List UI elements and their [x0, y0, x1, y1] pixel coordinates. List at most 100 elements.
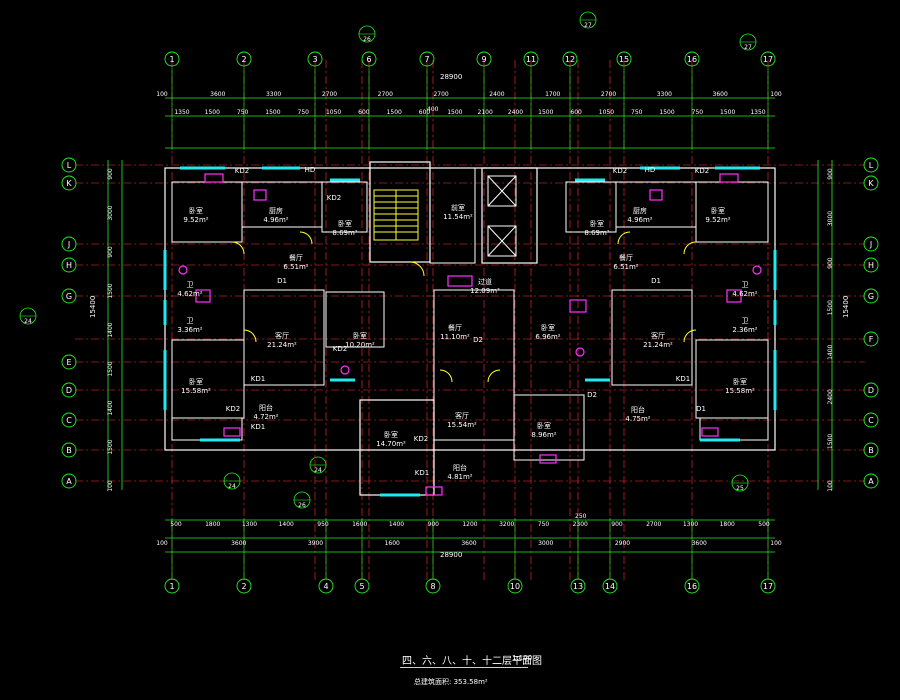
door-tag: KD2 — [695, 167, 709, 175]
dim-top-1: 3300 — [266, 91, 281, 98]
row-left-K: K — [66, 179, 72, 188]
door-tag: D2 — [473, 336, 483, 344]
row-right-F-circle — [863, 331, 879, 347]
dim-right: 2400 — [827, 389, 834, 404]
axis-top-3: 3 — [312, 55, 317, 64]
dim-top-2: 2100 — [478, 109, 493, 116]
axis-top-9: 9 — [481, 55, 486, 64]
room-area: 21.24m² — [643, 341, 673, 349]
row-right-D: D — [868, 386, 874, 395]
room-area: 4.62m² — [177, 290, 202, 298]
room-name: 卧室 — [590, 219, 604, 228]
left-total-dim: 15400 — [89, 296, 97, 318]
axis-bottom-1: 1 — [169, 582, 174, 591]
axis-top-15: 15 — [619, 55, 629, 64]
dim-top-1: 100 — [156, 91, 168, 98]
room-area: 6.51m² — [613, 263, 638, 271]
door-tag: D1 — [651, 277, 661, 285]
dim-top-2: 1500 — [720, 109, 735, 116]
room-area: 12.09m² — [470, 287, 500, 295]
axis-top-15-circle — [616, 51, 632, 67]
dim-bottom-1: 1800 — [205, 521, 220, 528]
axis-bottom-5: 5 — [359, 582, 364, 591]
axis-bottom-10: 10 — [510, 582, 520, 591]
dim-bottom-2: 100 — [770, 540, 782, 547]
axis-top-1-circle — [164, 51, 180, 67]
axis-bottom-4-circle — [318, 578, 334, 594]
room-area: 3.36m² — [177, 326, 202, 334]
room-name: 客厅 — [651, 331, 665, 340]
axis-top-6-circle — [361, 51, 377, 67]
dim-top-2: 750 — [298, 109, 310, 116]
dim-right: 100 — [827, 480, 834, 492]
door-tag: KD1 — [676, 375, 690, 383]
row-left-C: C — [66, 416, 72, 425]
stair — [373, 189, 419, 241]
dim-top-2: 1050 — [326, 109, 341, 116]
callout-number: 27 — [744, 44, 752, 51]
door-tag: KD2 — [226, 405, 240, 413]
row-right-J: J — [869, 240, 872, 249]
axis-bottom-13: 13 — [573, 582, 583, 591]
room-name: 客厅 — [455, 411, 469, 420]
row-right-G: G — [868, 292, 874, 301]
room-area: 6.96m² — [535, 333, 560, 341]
room-area: 21.24m² — [267, 341, 297, 349]
door-tag: KD1 — [251, 423, 265, 431]
room-name: 餐厅 — [619, 253, 633, 262]
row-left-D-circle — [61, 382, 77, 398]
dim-top-2: 1350 — [174, 109, 189, 116]
door-tag: KD2 — [613, 167, 627, 175]
building-walls — [163, 161, 777, 497]
room-area: 8.96m² — [531, 431, 556, 439]
axis-top-12: 12 — [565, 55, 575, 64]
dim-bottom-1: 1800 — [720, 521, 735, 528]
axis-bottom-17: 17 — [763, 582, 773, 591]
row-right-H: H — [868, 261, 874, 270]
room-labels: 卧室9.52m²厨房4.96m²餐厅6.51m²卧室8.69m²前室11.54m… — [177, 203, 757, 481]
room-name: 卧室 — [353, 331, 367, 340]
dim-bottom-2: 1600 — [385, 540, 400, 547]
door-tag: D1 — [696, 405, 706, 413]
axis-bottom-5-circle — [354, 578, 370, 594]
door-tag: HD — [645, 166, 656, 174]
row-left-E-circle — [61, 354, 77, 370]
axis-top-7-circle — [419, 51, 435, 67]
room-area: 15.58m² — [725, 387, 755, 395]
room-area: 10.20m² — [345, 341, 375, 349]
row-left-C-circle — [61, 412, 77, 428]
dim-right: 1500 — [827, 300, 834, 315]
room-area: 9.52m² — [183, 216, 208, 224]
row-left-A: A — [66, 477, 72, 486]
dim-right: 1500 — [827, 434, 834, 449]
dim-bottom-1: 900 — [611, 521, 623, 528]
row-right-L: L — [869, 161, 874, 170]
dim-right: 900 — [827, 257, 834, 269]
axis-top-6: 6 — [366, 55, 371, 64]
dim-top-2: 1500 — [205, 109, 220, 116]
callout-number: 24 — [228, 483, 236, 490]
dim-left: 1500 — [107, 283, 114, 298]
row-left-H: H — [66, 261, 72, 270]
room-name: 卫 — [187, 317, 194, 325]
room-name: 卫 — [187, 281, 194, 289]
room-area: 15.54m² — [447, 421, 477, 429]
door-tag: D2 — [587, 391, 597, 399]
door-tag: KD2 — [333, 345, 347, 353]
center-dim-bottom: 250 — [575, 513, 587, 520]
row-left-J-circle — [61, 236, 77, 252]
room-name: 卫 — [742, 317, 749, 325]
row-left-E: E — [66, 358, 71, 367]
dim-top-2: 1500 — [659, 109, 674, 116]
row-left-H-circle — [61, 257, 77, 273]
dim-bottom-1: 750 — [538, 521, 550, 528]
room-area: 4.75m² — [625, 415, 650, 423]
row-right-H-circle — [863, 257, 879, 273]
room-area: 8.69m² — [332, 229, 357, 237]
dim-bottom-1: 2300 — [573, 521, 588, 528]
dim-bottom-1: 950 — [317, 521, 329, 528]
drawing-title: 四、六、八、十、十二层平面图 — [402, 656, 542, 667]
door-tag: KD2 — [327, 194, 341, 202]
